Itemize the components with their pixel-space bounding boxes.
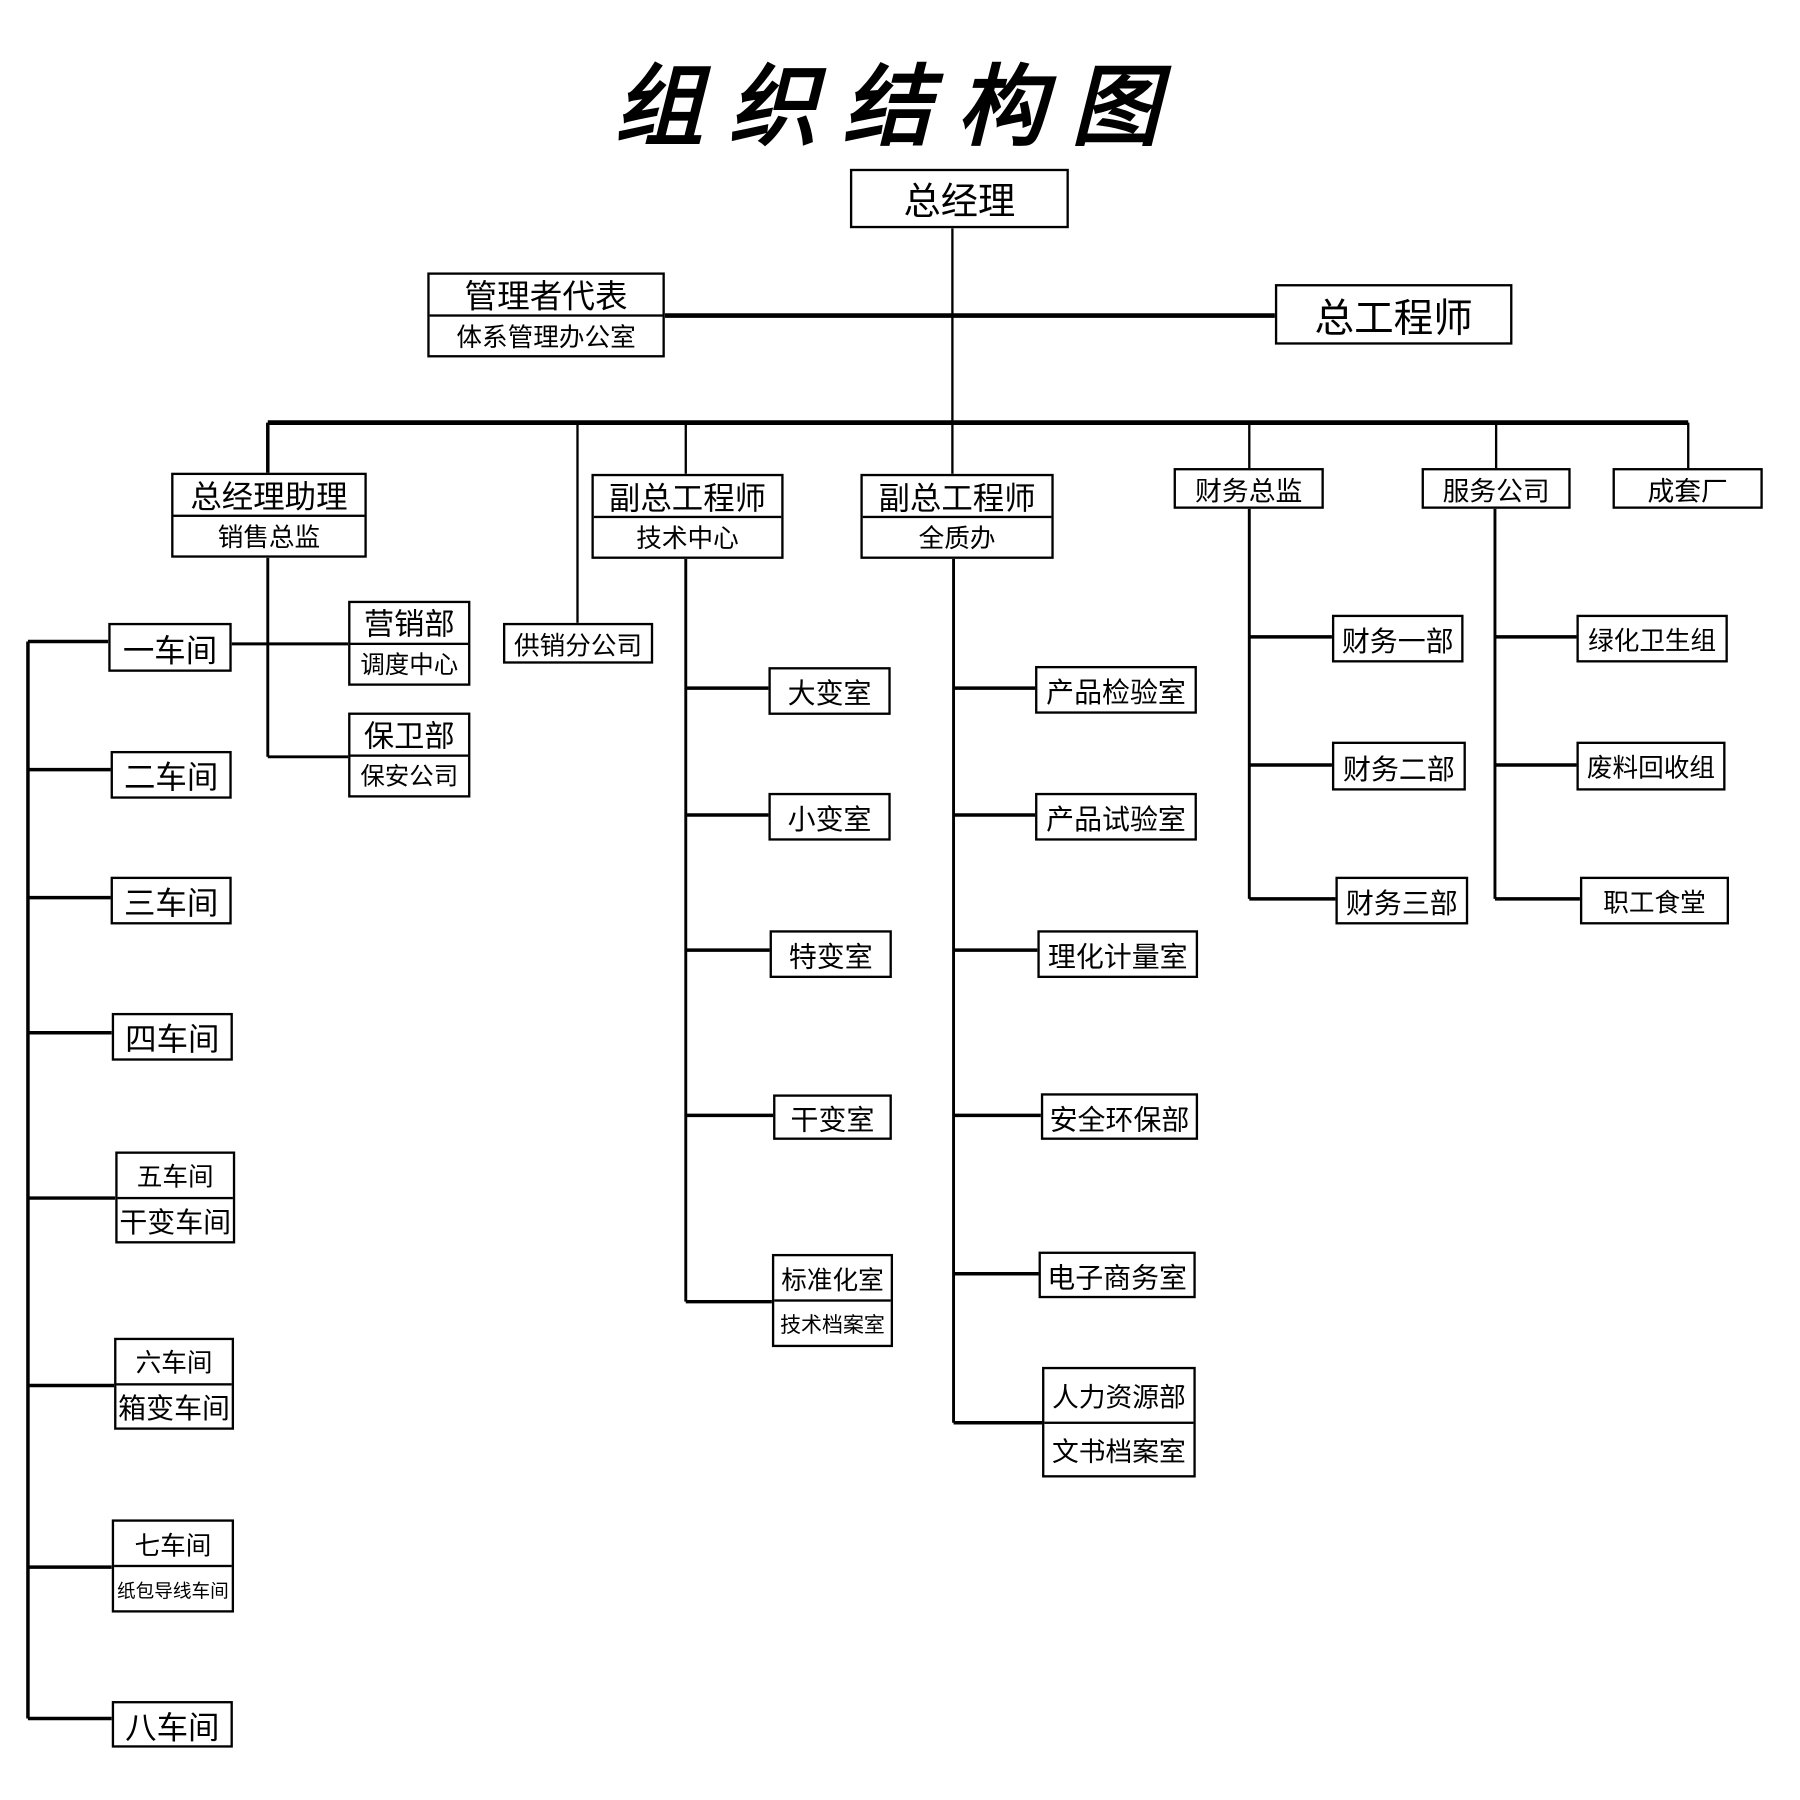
org-node-t2: 小变室 <box>768 792 891 841</box>
org-node-chief-eng: 总工程师 <box>1274 284 1513 345</box>
node-title: 管理者代表 <box>464 276 628 314</box>
org-node-supply: 供销分公司 <box>502 622 654 664</box>
org-node-f2: 财务二部 <box>1331 741 1466 791</box>
node-title: 财务一部 <box>1341 625 1454 658</box>
org-node-mgmt-rep: 管理者代表体系管理办公室 <box>427 272 665 358</box>
node-title: 财务二部 <box>1343 752 1455 786</box>
node-title: 产品试验室 <box>1046 803 1186 836</box>
node-title: 总经理助理 <box>190 479 348 515</box>
node-title: 财务三部 <box>1345 887 1458 920</box>
node-title: 标准化室 <box>781 1266 884 1296</box>
node-title: 总工程师 <box>1314 295 1473 342</box>
node-title: 副总工程师 <box>878 481 1036 516</box>
node-subtitle: 销售总监 <box>173 514 365 555</box>
node-title: 七车间 <box>134 1531 212 1561</box>
org-node-q2: 产品试验室 <box>1035 792 1197 841</box>
node-title: 电子商务室 <box>1047 1261 1188 1295</box>
node-subtitle: 技术中心 <box>593 515 782 556</box>
node-subtitle: 技术档案室 <box>774 1299 891 1344</box>
node-subtitle: 保安公司 <box>350 753 469 795</box>
org-node-s3: 职工食堂 <box>1579 876 1729 925</box>
node-title: 八车间 <box>125 1709 220 1746</box>
node-title: 总经理 <box>903 178 1016 223</box>
org-node-w4: 四车间 <box>111 1012 233 1061</box>
org-node-w6: 六车间箱变车间 <box>114 1337 235 1430</box>
node-title: 五车间 <box>136 1163 214 1193</box>
org-node-vce-qa: 副总工程师全质办 <box>860 473 1054 559</box>
node-subtitle: 纸包导线车间 <box>114 1564 232 1610</box>
org-node-t3: 特变室 <box>769 930 892 979</box>
org-node-w8: 八车间 <box>111 1701 233 1748</box>
org-node-w7: 七车间纸包导线车间 <box>111 1519 235 1613</box>
node-title: 财务总监 <box>1195 476 1303 507</box>
node-title: 特变室 <box>788 940 873 974</box>
node-title: 安全环保部 <box>1049 1103 1190 1136</box>
org-node-s2: 废料回收组 <box>1576 741 1726 791</box>
node-title: 六车间 <box>135 1349 213 1379</box>
org-node-s1: 绿化卫生组 <box>1576 614 1728 663</box>
org-node-w5: 五车间干变车间 <box>115 1151 236 1244</box>
org-node-q1: 产品检验室 <box>1035 665 1197 714</box>
org-node-w3: 三车间 <box>110 876 232 925</box>
node-title: 大变室 <box>787 677 872 711</box>
node-subtitle: 体系管理办公室 <box>429 313 663 355</box>
org-node-security: 保卫部保安公司 <box>348 712 471 798</box>
node-subtitle: 干变车间 <box>117 1196 233 1241</box>
org-node-cfo: 财务总监 <box>1173 468 1324 509</box>
node-subtitle: 调度中心 <box>350 642 469 683</box>
node-title: 供销分公司 <box>514 631 643 661</box>
node-title: 四车间 <box>125 1022 220 1059</box>
node-title: 职工食堂 <box>1603 888 1706 919</box>
org-node-q3: 理化计量室 <box>1037 930 1199 979</box>
org-node-q6: 人力资源部文书档案室 <box>1042 1366 1196 1478</box>
org-node-t4: 干变室 <box>773 1094 892 1140</box>
node-title: 绿化卫生组 <box>1588 626 1717 657</box>
node-subtitle: 全质办 <box>862 515 1052 556</box>
node-title: 服务公司 <box>1442 476 1550 507</box>
node-title: 废料回收组 <box>1586 754 1716 784</box>
org-node-q4: 安全环保部 <box>1040 1093 1199 1140</box>
node-title: 营销部 <box>363 608 455 643</box>
org-node-q5: 电子商务室 <box>1038 1251 1196 1299</box>
node-subtitle: 箱变车间 <box>116 1382 232 1428</box>
org-node-gm: 总经理 <box>849 168 1069 229</box>
node-title: 理化计量室 <box>1047 940 1188 974</box>
org-node-f1: 财务一部 <box>1331 614 1464 663</box>
org-node-f3: 财务三部 <box>1335 876 1469 925</box>
node-title: 干变室 <box>790 1103 875 1137</box>
org-node-w2: 二车间 <box>110 750 232 799</box>
node-title: 成套厂 <box>1647 476 1728 507</box>
node-title: 人力资源部 <box>1051 1383 1186 1414</box>
node-title: 保卫部 <box>363 719 455 754</box>
node-title: 副总工程师 <box>608 481 767 516</box>
org-node-w1: 一车间 <box>108 622 232 672</box>
org-node-gm-asst: 总经理助理销售总监 <box>171 472 367 558</box>
node-title: 一车间 <box>122 632 218 669</box>
org-node-service: 服务公司 <box>1421 468 1571 509</box>
chart-title: 组织结构图 <box>614 54 1186 159</box>
org-node-t1: 大变室 <box>768 667 891 715</box>
org-node-vce-tech: 副总工程师技术中心 <box>591 473 784 559</box>
node-title: 小变室 <box>787 803 872 836</box>
node-title: 三车间 <box>123 886 219 923</box>
org-node-t5: 标准化室技术档案室 <box>771 1253 894 1348</box>
org-node-complete: 成套厂 <box>1612 468 1763 509</box>
node-subtitle: 文书档案室 <box>1044 1421 1194 1475</box>
node-title: 二车间 <box>123 760 219 797</box>
node-title: 产品检验室 <box>1046 676 1186 710</box>
org-node-marketing: 营销部调度中心 <box>348 600 471 686</box>
